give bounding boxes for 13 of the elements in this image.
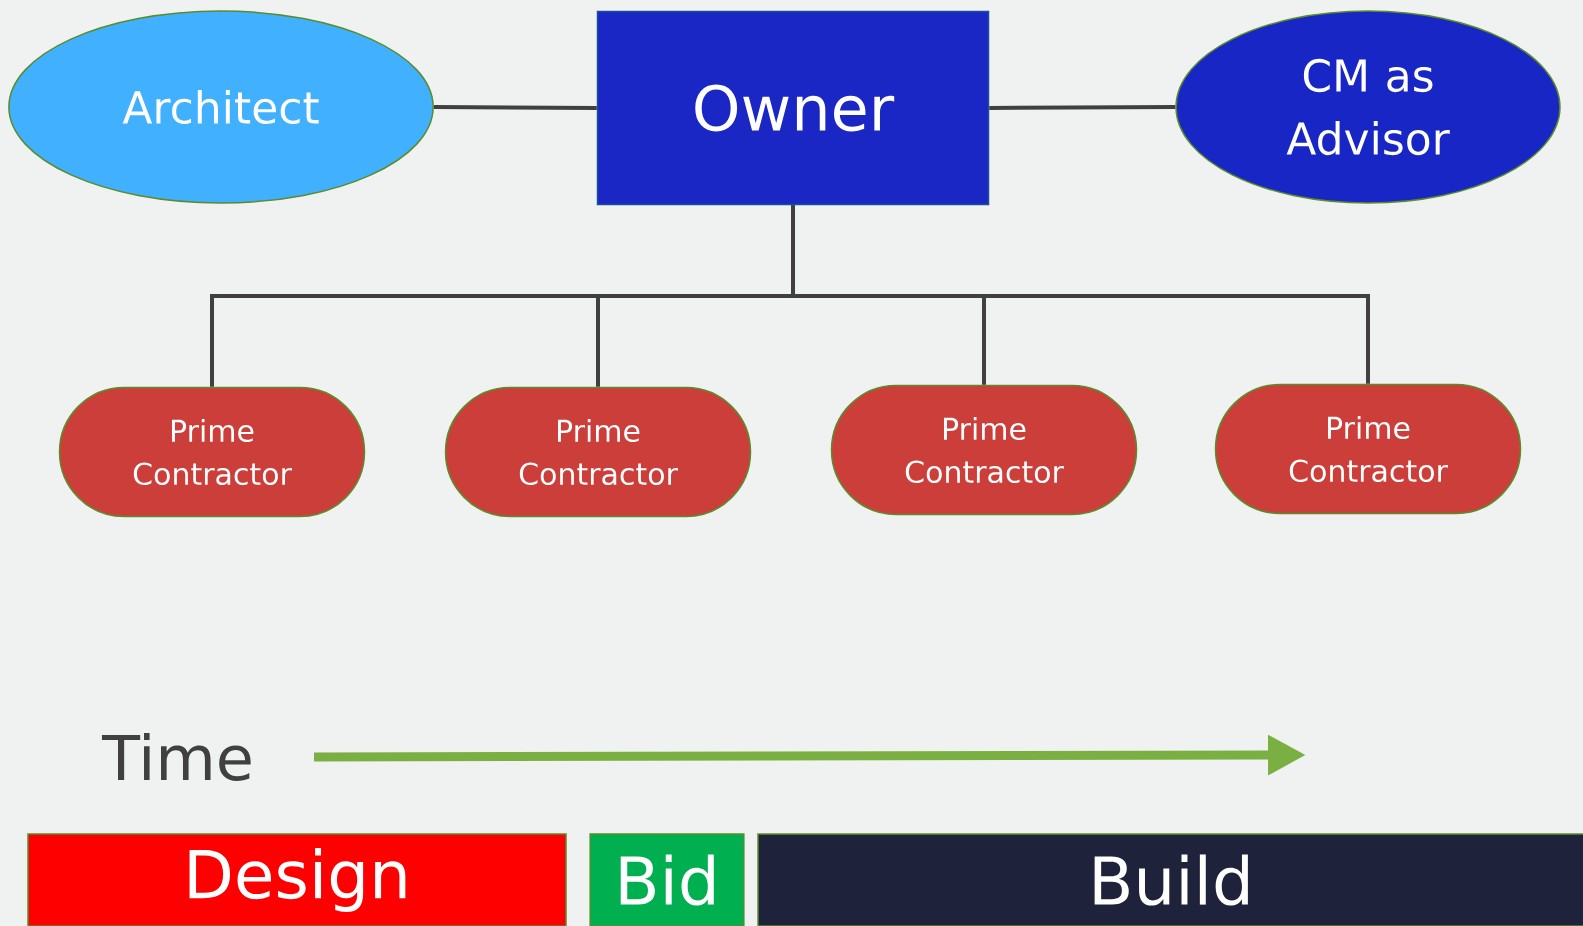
phase-bar: Build [757,833,1583,926]
contractor-pill: Prime Contractor [830,384,1138,516]
contractor-pill: Prime Contractor [1214,383,1522,515]
contractor-pill: Prime Contractor [58,386,366,518]
connector-line [433,105,597,110]
phase-bar: Design [27,833,567,926]
connector-line [791,205,1370,384]
phase-bar: Bid [589,833,745,926]
contractor-pill: Prime Contractor [444,386,752,518]
ellipse-node: Architect [8,10,434,204]
ellipse-node: CM as Advisor [1175,10,1561,204]
owner-box: Owner [596,10,990,206]
connector-line [989,105,1176,110]
